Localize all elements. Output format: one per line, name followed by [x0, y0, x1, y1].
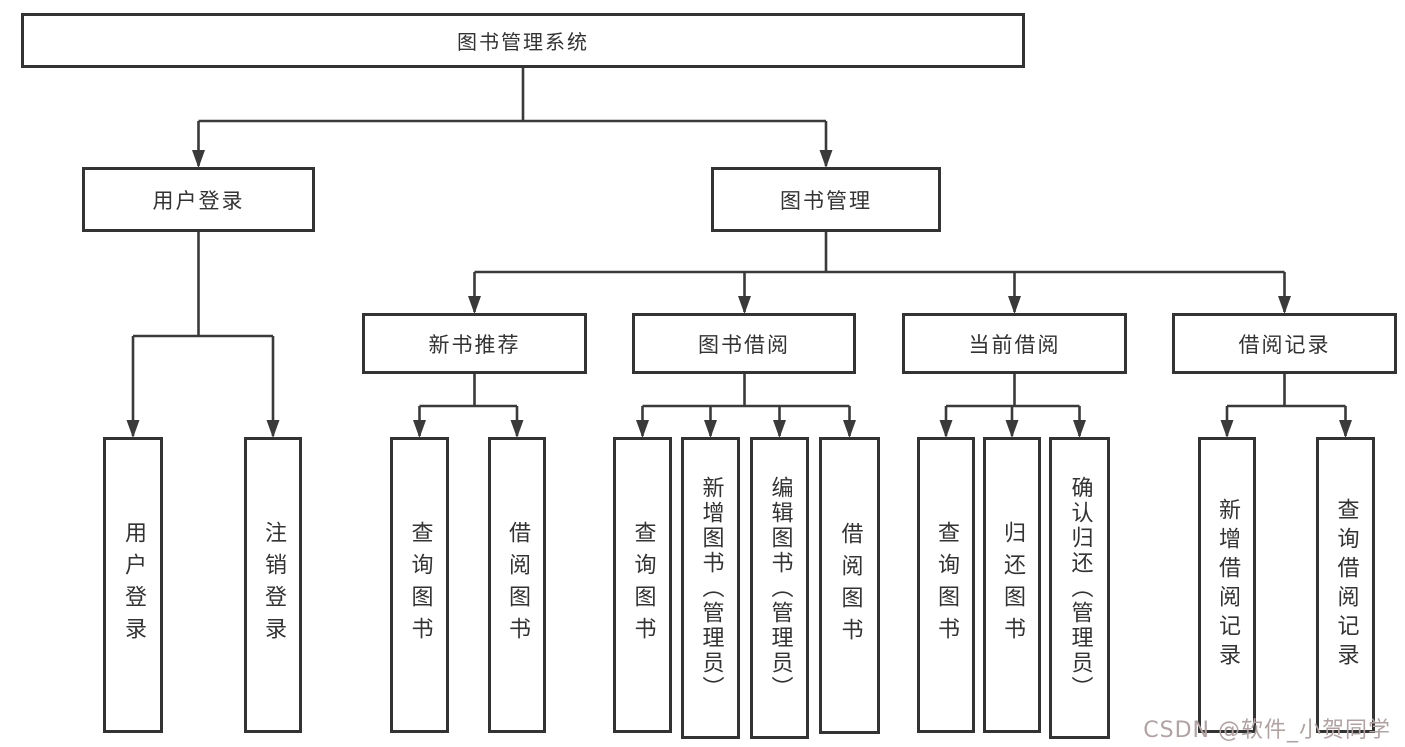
diagram-node-leaf-add-book-admin: 新增图书（管理员）	[681, 437, 740, 739]
arrowhead-icon	[126, 420, 140, 438]
node-label: 借阅记录	[1238, 332, 1331, 357]
node-label: 编辑图书（管理员）	[767, 475, 793, 701]
diagram-node-leaf-query-book-1: 查询图书	[390, 437, 449, 733]
node-label: 图书借阅	[698, 332, 790, 357]
arrowhead-icon	[1073, 420, 1086, 438]
arrowhead-icon	[1339, 420, 1352, 438]
arrowhead-icon	[939, 420, 953, 438]
arrowhead-icon	[636, 420, 649, 438]
node-label: 借阅图书	[505, 521, 530, 649]
arrowhead-icon	[1005, 420, 1019, 438]
diagram-node-leaf-return-book: 归还图书	[983, 437, 1041, 733]
diagram-node-leaf-user-login: 用户登录	[103, 437, 163, 733]
arrowhead-icon	[468, 296, 481, 314]
diagram-node-leaf-edit-book-admin: 编辑图书（管理员）	[750, 437, 809, 739]
diagram-node-leaf-query-book-2: 查询图书	[613, 437, 672, 733]
diagram-node-leaf-borrow-book-2: 借阅图书	[819, 437, 880, 734]
arrowhead-icon	[738, 296, 751, 314]
node-label: 当前借阅	[968, 332, 1061, 357]
arrowhead-icon	[413, 420, 426, 438]
arrowhead-icon	[843, 420, 856, 438]
node-label: 注销登录	[261, 521, 286, 649]
arrowhead-icon	[704, 420, 717, 438]
node-label: 新书推荐	[428, 332, 521, 357]
arrowhead-icon	[1008, 296, 1021, 314]
diagram-node-user-login: 用户登录	[82, 167, 315, 232]
diagram-node-leaf-borrow-book-1: 借阅图书	[488, 437, 546, 733]
arrowhead-icon	[773, 420, 786, 438]
diagram-node-leaf-query-borrow-record: 查询借阅记录	[1316, 437, 1375, 733]
node-label: 查询图书	[407, 521, 433, 649]
diagram-node-leaf-logout: 注销登录	[244, 437, 302, 733]
node-label: 图书管理系统	[457, 30, 589, 54]
node-label: 借阅图书	[837, 521, 863, 650]
node-label: 用户登录	[152, 188, 245, 213]
node-label: 用户登录	[121, 521, 146, 649]
diagram-node-leaf-query-book-3: 查询图书	[917, 437, 975, 733]
diagram-node-current-borrowing: 当前借阅	[902, 313, 1127, 374]
diagram-node-new-book-recommend: 新书推荐	[362, 313, 587, 374]
diagram-node-borrowing-records: 借阅记录	[1172, 313, 1397, 374]
arrowhead-icon	[266, 420, 280, 438]
arrowhead-icon	[1220, 420, 1234, 438]
node-label: 新增图书（管理员）	[698, 475, 724, 701]
diagram-node-book-management: 图书管理	[711, 167, 941, 232]
node-label: 查询图书	[630, 521, 656, 649]
diagram-node-root: 图书管理系统	[21, 13, 1025, 68]
diagram-node-book-borrowing: 图书借阅	[632, 313, 856, 374]
arrowhead-icon	[192, 150, 205, 168]
arrowhead-icon	[510, 420, 524, 438]
node-label: 归还图书	[1000, 521, 1025, 649]
node-label: 新增借阅记录	[1215, 498, 1240, 672]
node-label: 查询图书	[934, 521, 959, 649]
node-label: 图书管理	[780, 188, 872, 213]
diagram-node-leaf-confirm-return-admin: 确认归还（管理员）	[1049, 437, 1110, 739]
diagram-node-leaf-add-borrow-record: 新增借阅记录	[1198, 437, 1256, 733]
arrowhead-icon	[819, 150, 833, 168]
node-label: 确认归还（管理员）	[1067, 475, 1093, 701]
arrowhead-icon	[1278, 296, 1291, 314]
node-label: 查询借阅记录	[1333, 498, 1359, 672]
